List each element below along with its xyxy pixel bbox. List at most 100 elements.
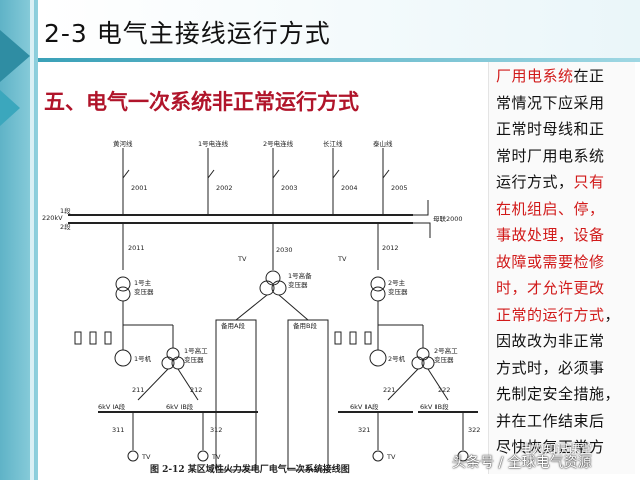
standby-section-label: 备用A段	[221, 321, 245, 330]
side-text-line: 尽快恢复正常方	[496, 437, 636, 457]
tv-label: TV	[141, 453, 151, 461]
generator-label: 1号机	[134, 354, 152, 363]
slide-title: 2-3 电气主接线运行方式	[44, 19, 331, 48]
load-symbol	[74, 331, 82, 345]
side-text-line: 时，才允许更改	[496, 278, 636, 298]
section-label: 6kV ⅡB段	[420, 402, 449, 411]
side-text-line: 正常的运行方式，	[496, 305, 636, 325]
side-text-segment: 时，才允许更改	[496, 279, 605, 297]
tv-label: TV	[211, 453, 221, 461]
incoming-line-label: 1号电连线	[198, 139, 229, 148]
breaker-label: 2003	[281, 184, 298, 192]
aux2-label: 变压器	[434, 355, 454, 364]
side-text-line: 故障或需要检修	[496, 252, 636, 272]
t1-label: 变压器	[134, 287, 154, 296]
side-text-line: 常时厂用电系统	[496, 146, 636, 166]
load-symbol	[364, 331, 372, 345]
section-label: 6kV ⅠB段	[166, 402, 194, 411]
tv-label: TV	[237, 255, 247, 263]
load-symbol	[334, 331, 342, 345]
side-text-box	[488, 62, 635, 474]
feeder-label: 211	[132, 386, 144, 394]
side-text-segment: 运行方式，	[496, 173, 574, 191]
section-label: 6kV ⅠA段	[98, 402, 126, 411]
standby-transformer-label: 变压器	[288, 280, 308, 289]
tv-label: TV	[337, 255, 347, 263]
side-text-segment: 只有	[573, 173, 605, 191]
load-symbol	[349, 331, 357, 345]
bus-tie-label: 母联2000	[433, 214, 463, 223]
bus-label-2: 2段	[60, 222, 71, 231]
breaker-symbol	[272, 169, 280, 179]
title-divider	[38, 58, 640, 62]
breaker-symbol	[207, 169, 215, 179]
load-symbol	[89, 331, 97, 345]
breaker-symbol	[332, 169, 340, 179]
incoming-line-label: 黄河线	[113, 139, 133, 148]
lower-breaker-label: 2011	[128, 244, 145, 252]
figure-caption: 图 2-12 某区域性火力发电厂电气一次系统接线图	[150, 465, 350, 475]
side-text-line: 先制定安全措施，	[496, 384, 636, 404]
decor-strip	[30, 0, 34, 480]
incoming-line-label: 泰山线	[373, 139, 393, 148]
generator-label: 2号机	[388, 354, 406, 363]
feeder-label: 212	[190, 386, 202, 394]
tv-label: TV	[386, 453, 396, 461]
lower-breaker-label: 2012	[382, 244, 399, 252]
decor-triangle	[0, 90, 20, 126]
feeder-label: 321	[358, 426, 370, 434]
side-text-segment: 尽快恢复正常方	[496, 438, 605, 456]
side-text-segment: 因故改为非正常	[496, 332, 605, 350]
breaker-label: 2001	[131, 184, 148, 192]
feeder-label: 311	[112, 426, 124, 434]
standby-section-label: 备用B段	[293, 321, 317, 330]
bus-voltage-label: 220kV	[42, 214, 63, 222]
incoming-line-label: 2号电连线	[263, 139, 294, 148]
side-text-segment: 常情况下应采用	[496, 93, 605, 112]
feeder-label: 222	[438, 386, 450, 394]
side-text-segment: 先制定安全措施，	[496, 385, 621, 403]
side-text-segment: 厂用电系统	[496, 67, 574, 85]
feeder-label: 221	[383, 386, 395, 394]
breaker-symbol	[382, 169, 390, 179]
t2-label: 变压器	[388, 287, 408, 296]
slide-subtitle: 五、电气一次系统非正常运行方式	[44, 90, 359, 114]
lower-breaker-label: 2030	[276, 246, 293, 254]
watermark-top: 电力知识课堂	[520, 442, 593, 456]
side-text-segment: 在机组启、停，	[496, 199, 605, 218]
aux1-label: 变压器	[184, 355, 204, 364]
side-text-segment: ，	[604, 305, 621, 324]
feeder-label: 322	[468, 426, 480, 434]
decor-triangle	[0, 30, 30, 82]
side-text-line: 厂用电系统在正	[496, 66, 636, 86]
feeder-label: 312	[210, 426, 222, 434]
side-text-segment: 并在工作结束后	[496, 411, 605, 430]
side-text-segment: 常时厂用电系统	[496, 146, 605, 165]
breaker-label: 2004	[341, 184, 358, 192]
t2-label: 2号主	[388, 278, 406, 287]
breaker-symbol	[122, 169, 130, 179]
wiring-diagram: 220kV 1段 2段 母联2000 2011 2030 2012 1号主 变压…	[42, 139, 480, 471]
title-bar	[38, 0, 640, 62]
side-text-line: 并在工作结束后	[496, 411, 636, 431]
side-text-line: 正常时母线和正	[496, 119, 636, 139]
section-label: 6kV ⅡA段	[350, 402, 379, 411]
side-text-segment: 故障或需要检修	[496, 252, 605, 271]
breaker-label: 2002	[216, 184, 233, 192]
side-text-segment: 正常的运行方式	[496, 305, 605, 324]
incoming-line-label: 长江线	[323, 139, 343, 148]
side-text-segment: 正常时母线和正	[496, 120, 605, 138]
t1-label: 1号主	[134, 278, 152, 287]
side-text-line: 在机组启、停，	[496, 199, 636, 219]
side-text-segment: 事故处理，设备	[496, 226, 605, 244]
side-text-line: 常情况下应采用	[496, 93, 636, 113]
aux1-label: 1号高工	[184, 346, 208, 355]
side-text-line: 事故处理，设备	[496, 225, 636, 245]
load-symbol	[104, 331, 112, 345]
side-text-line: 方式时，必须事	[496, 358, 636, 378]
side-text-line: 因故改为非正常	[496, 331, 636, 351]
watermark: 头条号 / 全球电气资源	[452, 455, 592, 471]
side-text-segment: 方式时，必须事	[496, 358, 605, 377]
side-text-segment: 在正	[573, 67, 605, 85]
bus-label-1: 1段	[60, 206, 71, 215]
